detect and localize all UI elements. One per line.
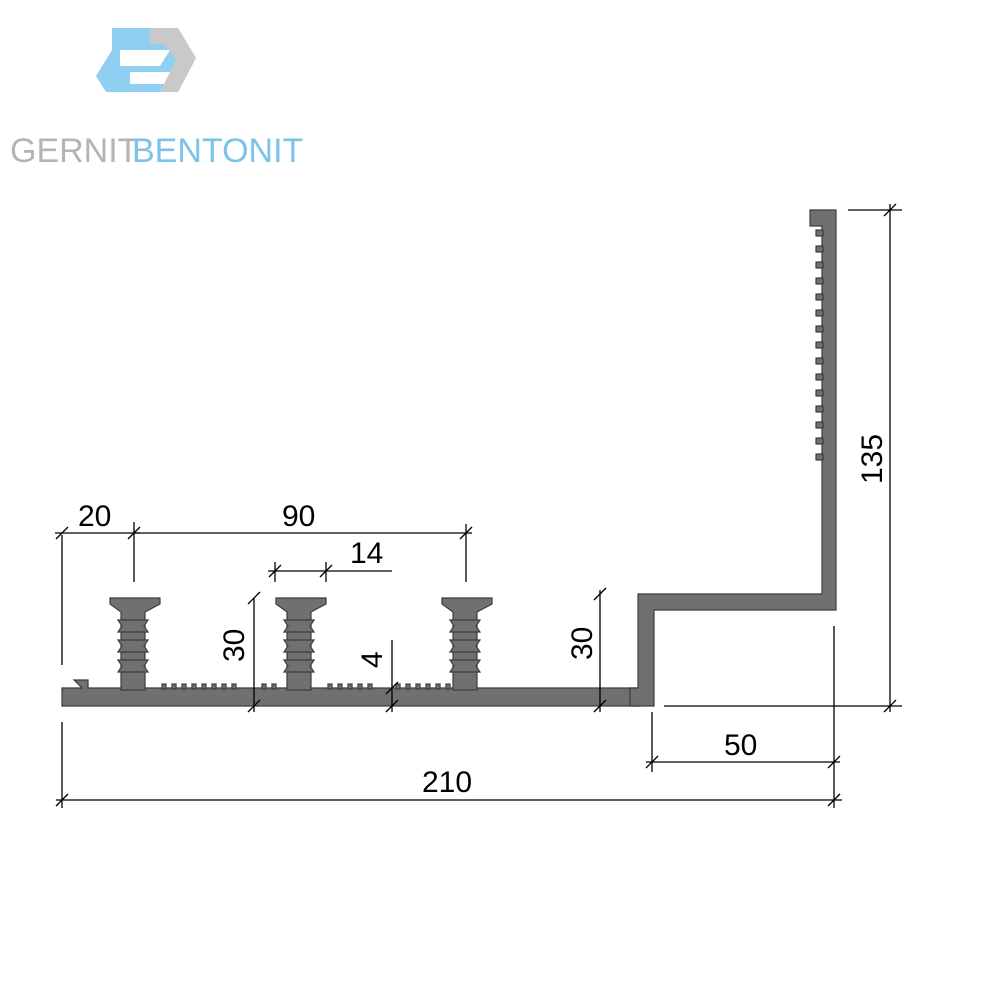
anchor-rib-2 [275, 597, 327, 691]
dimension-14 [268, 562, 392, 582]
logo-word-gernit: GERNIT [10, 132, 138, 170]
step-and-flange [629, 209, 837, 707]
dimension-label-90: 90 [282, 500, 315, 533]
profile-section [61, 209, 837, 707]
dimension-30-left [247, 591, 261, 713]
flange-teeth [815, 229, 824, 461]
dimension-label-4: 4 [356, 651, 389, 668]
dimension-label-20: 20 [78, 500, 111, 533]
logo-word-bentonit: BENTONIT [132, 132, 303, 170]
base-ribs [161, 683, 451, 690]
anchor-rib-1 [109, 597, 161, 691]
dimension-210 [55, 722, 842, 808]
dimension-label-50: 50 [724, 729, 757, 762]
dimension-label-135: 135 [856, 434, 889, 484]
dimension-20 [55, 522, 141, 665]
dimension-label-14: 14 [350, 537, 383, 570]
dimension-label-210: 210 [422, 766, 472, 799]
dimension-4 [385, 640, 399, 713]
dimension-30-right [593, 587, 607, 713]
company-logo: GERNIT BENTONIT [10, 28, 303, 170]
dimension-label-30-left: 30 [218, 629, 251, 662]
anchor-rib-3 [441, 597, 493, 691]
dimension-lines: 20 90 14 30 4 [55, 203, 902, 808]
dimension-50 [645, 626, 841, 808]
dimension-135 [664, 203, 902, 713]
hexagon-logo-icon [96, 28, 196, 92]
dimension-label-30-right: 30 [566, 627, 599, 660]
dimension-90 [134, 524, 473, 582]
